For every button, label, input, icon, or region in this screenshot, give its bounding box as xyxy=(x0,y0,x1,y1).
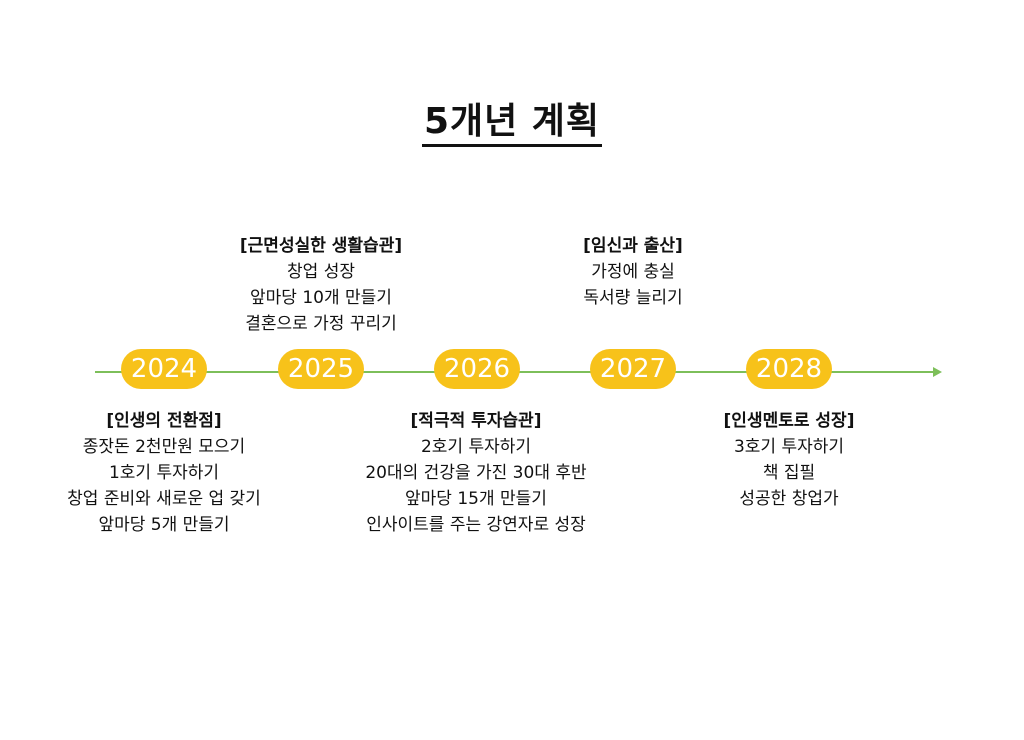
milestone-item: 2호기 투자하기 xyxy=(420,437,532,457)
milestone-item: 앞마당 10개 만들기 xyxy=(250,288,392,308)
milestone-heading: [근면성실한 생활습관] xyxy=(239,236,403,256)
milestone-item: 성공한 창업가 xyxy=(739,489,839,509)
milestone-item: 3호기 투자하기 xyxy=(733,437,845,457)
milestone-item: 종잣돈 2천만원 모으기 xyxy=(82,437,246,457)
milestone-2027: [임신과 출산] 가정에 충실 독서량 늘리기 xyxy=(493,233,773,311)
year-pill-2026: 2026 xyxy=(434,349,520,389)
year-pill-2028: 2028 xyxy=(746,349,832,389)
milestone-item: 독서량 늘리기 xyxy=(583,288,683,308)
milestone-item: 인사이트를 주는 강연자로 성장 xyxy=(366,515,586,535)
milestone-item: 앞마당 5개 만들기 xyxy=(98,515,230,535)
milestone-2026: [적극적 투자습관] 2호기 투자하기 20대의 건강을 가진 30대 후반 앞… xyxy=(336,408,616,538)
milestone-2025: [근면성실한 생활습관] 창업 성장 앞마당 10개 만들기 결혼으로 가정 꾸… xyxy=(181,233,461,337)
milestone-2028: [인생멘토로 성장] 3호기 투자하기 책 집필 성공한 창업가 xyxy=(649,408,929,512)
page-title: 5개년 계획 xyxy=(0,92,1024,147)
milestone-item: 결혼으로 가정 꾸리기 xyxy=(245,314,397,334)
timeline-arrow-icon xyxy=(933,367,942,377)
milestone-item: 창업 준비와 새로운 업 갖기 xyxy=(67,489,261,509)
milestone-heading: [적극적 투자습관] xyxy=(410,411,542,431)
year-pill-2025: 2025 xyxy=(278,349,364,389)
page-title-text: 5개년 계획 xyxy=(421,101,603,147)
milestone-2024: [인생의 전환점] 종잣돈 2천만원 모으기 1호기 투자하기 창업 준비와 새… xyxy=(24,408,304,538)
milestone-item: 앞마당 15개 만들기 xyxy=(405,489,547,509)
milestone-heading: [인생멘토로 성장] xyxy=(723,411,855,431)
milestone-item: 책 집필 xyxy=(762,463,816,483)
milestone-item: 창업 성장 xyxy=(287,262,355,282)
year-pill-2024: 2024 xyxy=(121,349,207,389)
milestone-item: 1호기 투자하기 xyxy=(108,463,220,483)
milestone-heading: [인생의 전환점] xyxy=(106,411,222,431)
milestone-item: 20대의 건강을 가진 30대 후반 xyxy=(365,463,587,483)
milestone-heading: [임신과 출산] xyxy=(583,236,683,256)
milestone-item: 가정에 충실 xyxy=(591,262,675,282)
year-pill-2027: 2027 xyxy=(590,349,676,389)
